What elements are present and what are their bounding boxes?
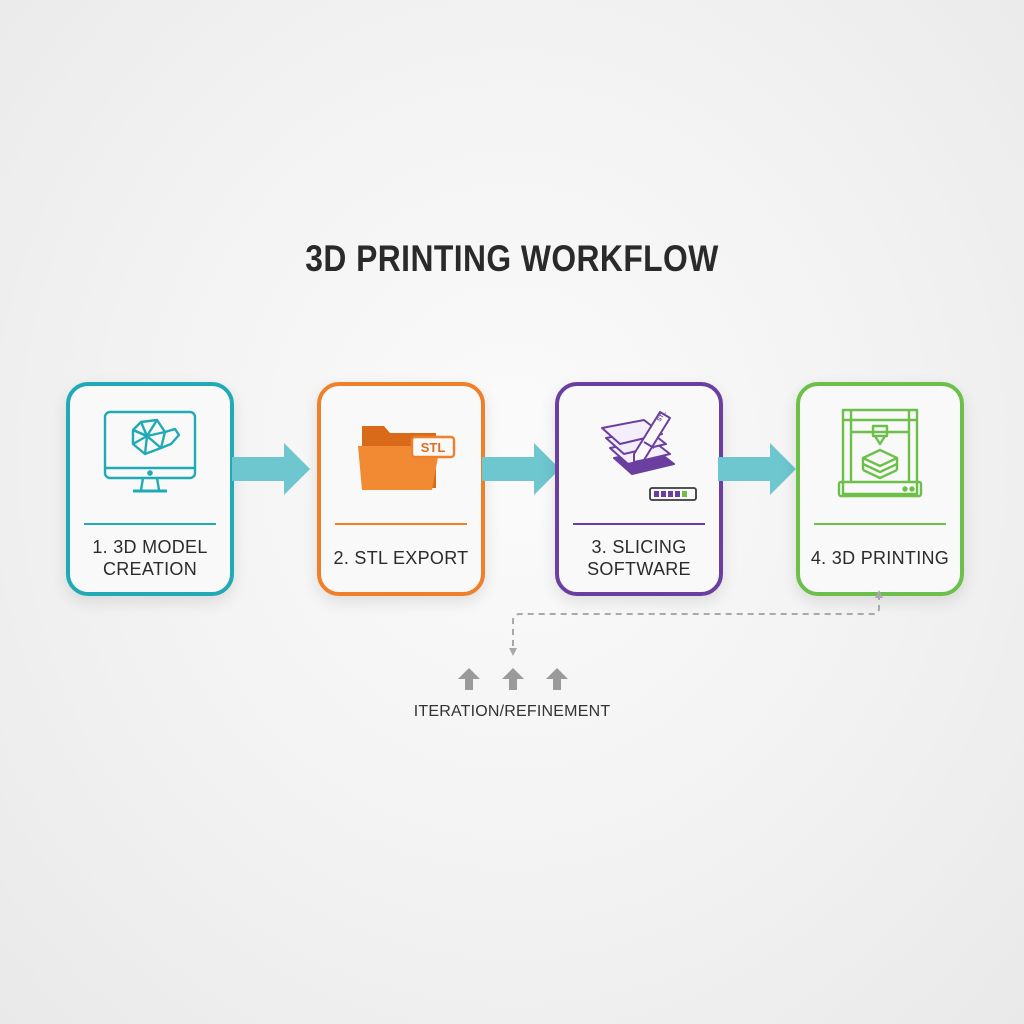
step-label: 4. 3D PRINTING: [804, 532, 956, 584]
up-arrow-icon: [458, 668, 480, 690]
folder-stl-icon: STL: [358, 426, 456, 490]
step-label-line1: 2. STL EXPORT: [333, 548, 469, 568]
step-label-line2: CREATION: [102, 559, 198, 579]
card-divider: [814, 523, 946, 525]
step-label-line1: 1. 3D MODEL: [92, 537, 208, 557]
step-card-3d-printing: 4. 3D PRINTING: [796, 382, 964, 596]
flow-arrow: [232, 443, 310, 495]
diagram-title: 3D PRINTING WORKFLOW: [305, 238, 719, 279]
layers-slicer-icon: STL: [601, 410, 697, 501]
card-divider: [84, 523, 216, 525]
svg-text:STL: STL: [657, 410, 668, 423]
up-arrow-icon: [546, 668, 568, 690]
step-card-stl-export: STL 2. STL EXPORT: [317, 382, 485, 596]
step-label-line1: 4. 3D PRINTING: [810, 548, 950, 568]
up-arrow-icon: [502, 668, 524, 690]
step-label-line2: SOFTWARE: [587, 559, 691, 579]
flow-arrow: [482, 443, 560, 495]
card-divider: [335, 523, 467, 525]
monitor-model-icon: [103, 410, 197, 493]
iteration-label: ITERATION/REFINEMENT: [413, 703, 611, 720]
printer-icon: [837, 408, 923, 498]
card-divider: [573, 523, 705, 525]
step-label: 2. STL EXPORT: [325, 532, 477, 584]
flow-arrow: [718, 443, 796, 495]
stl-badge-text: STL: [421, 440, 446, 455]
step-label-line1: 3. SLICING: [591, 537, 687, 557]
